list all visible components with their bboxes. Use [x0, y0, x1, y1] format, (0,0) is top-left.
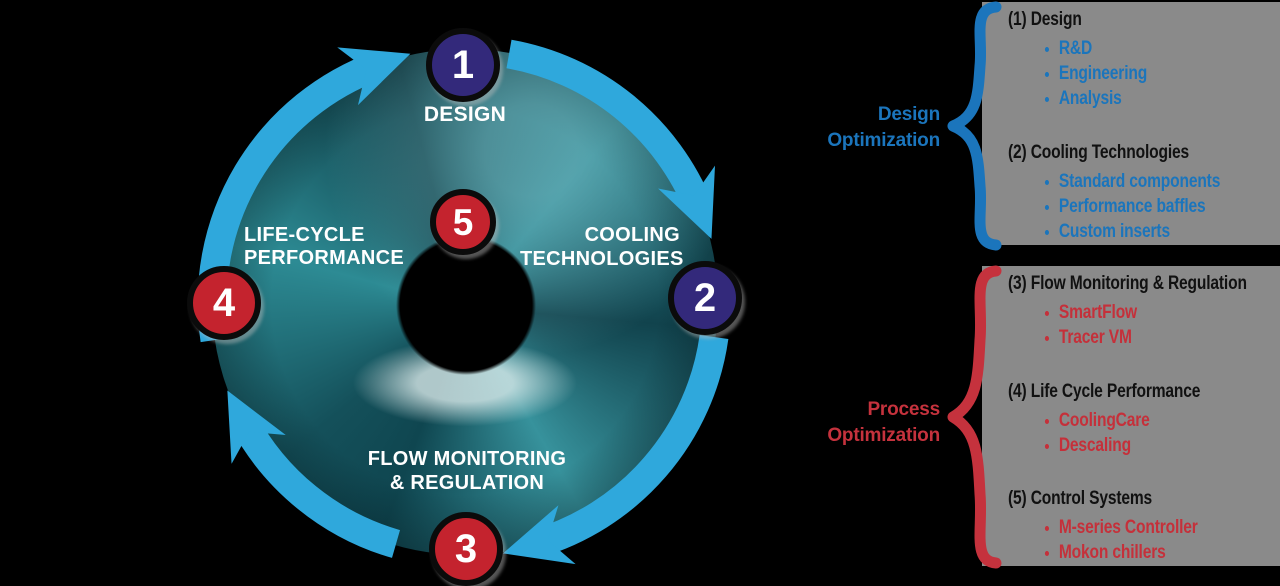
list-item: Engineering — [1059, 61, 1280, 86]
stage-number: 4 — [212, 281, 236, 325]
stage-number: 5 — [452, 201, 474, 243]
group-items: Standard components Performance baffles … — [1008, 169, 1280, 244]
process-optimization-label: Process Optimization — [827, 399, 940, 446]
process-optimization-panel: (3) Flow Monitoring & Regulation SmartFl… — [982, 266, 1280, 566]
panel-group: (4) Life Cycle Performance CoolingCare D… — [1008, 380, 1280, 458]
panel-group: (2) Cooling Technologies Standard compon… — [1008, 141, 1280, 244]
stage-badge-4: 4 — [187, 266, 261, 340]
stage-label-flow-monitoring: FLOW MONITORING & REGULATION — [367, 448, 567, 494]
group-heading: (2) Cooling Technologies — [1008, 142, 1190, 163]
list-item: Performance baffles — [1059, 194, 1280, 219]
list-item: Descaling — [1059, 433, 1280, 458]
list-item: SmartFlow — [1059, 300, 1280, 325]
stage-label-lifecycle-performance: LIFE-CYCLE PERFORMANCE — [244, 224, 404, 269]
group-items: R&D Engineering Analysis — [1008, 36, 1280, 111]
panel-group: (3) Flow Monitoring & Regulation SmartFl… — [1008, 272, 1280, 350]
design-optimization-panel: (1) Design R&D Engineering Analysis (2) … — [982, 2, 1280, 245]
panel-group: (1) Design R&D Engineering Analysis — [1008, 8, 1280, 111]
group-heading: (3) Flow Monitoring & Regulation — [1008, 273, 1247, 294]
list-item: Standard components — [1059, 169, 1280, 194]
group-heading: (5) Control Systems — [1008, 488, 1153, 509]
stage-badge-3: 3 — [429, 512, 503, 586]
group-heading: (1) Design — [1008, 9, 1082, 30]
list-item: M-series Controller — [1059, 515, 1280, 540]
group-heading: (4) Life Cycle Performance — [1008, 381, 1201, 402]
stage-number: 3 — [454, 527, 478, 571]
list-item: CoolingCare — [1059, 408, 1280, 433]
stage-badge-1: 1 — [426, 28, 500, 102]
design-optimization-label: Design Optimization — [827, 104, 940, 151]
panel-group: (5) Control Systems M-series Controller … — [1008, 487, 1280, 565]
list-item: Tracer VM — [1059, 325, 1280, 350]
list-item: Mokon chillers — [1059, 540, 1280, 565]
list-item: R&D — [1059, 36, 1280, 61]
stage-label-cooling-technologies: COOLING TECHNOLOGIES — [520, 224, 684, 270]
stage-number: 2 — [693, 276, 717, 320]
group-items: M-series Controller Mokon chillers — [1008, 515, 1280, 565]
list-item: Analysis — [1059, 86, 1280, 111]
stage-badge-5: 5 — [430, 189, 496, 255]
list-item: Custom inserts — [1059, 219, 1280, 244]
stage-label-design: DESIGN — [423, 103, 507, 126]
stage-number: 1 — [451, 43, 475, 87]
stage-badge-2: 2 — [668, 261, 742, 335]
group-items: SmartFlow Tracer VM — [1008, 300, 1280, 350]
group-items: CoolingCare Descaling — [1008, 408, 1280, 458]
